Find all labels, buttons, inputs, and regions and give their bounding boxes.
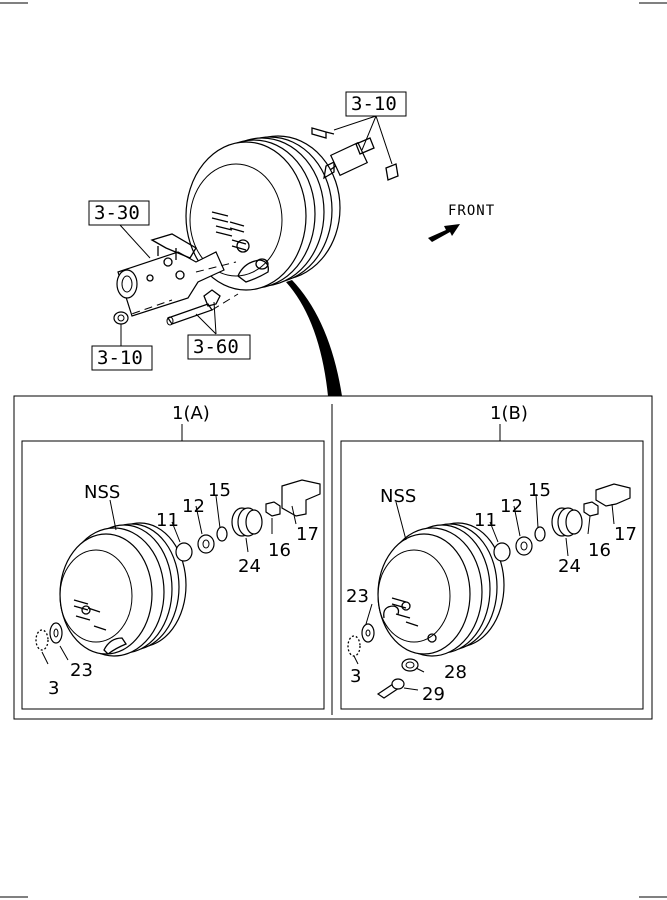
push-rod-yoke — [311, 127, 399, 181]
panel-a-callout-16: 16 — [268, 540, 291, 561]
panel-b-callout-28: 28 — [444, 662, 467, 683]
ref-bottom-mid-label: 3-60 — [193, 336, 239, 358]
panel-a-callout-12: 12 — [182, 496, 205, 517]
panel-a-part-15 — [216, 526, 228, 542]
panel-a: 1(A) — [21, 403, 325, 710]
ref-left-label: 3-30 — [94, 202, 140, 224]
master-cylinder — [116, 233, 225, 317]
panel-b-callout-3: 3 — [350, 666, 361, 687]
panel-a-part-11 — [175, 542, 193, 562]
panel-b-spring-24 — [551, 507, 583, 537]
ref-box-bottom-left[interactable]: 3-10 — [91, 345, 153, 371]
detail-pointer — [286, 280, 342, 396]
panel-b: 1(B) — [340, 403, 644, 710]
panel-b-title: 1(B) — [490, 403, 528, 424]
ref-box-bottom-mid[interactable]: 3-60 — [187, 334, 251, 360]
nut-small — [113, 311, 129, 325]
front-label: FRONT — [448, 203, 495, 219]
panel-a-booster — [59, 522, 187, 657]
panel-a-callout-23: 23 — [70, 660, 93, 681]
panel-b-part-12 — [515, 536, 533, 556]
front-arrow-icon — [428, 224, 460, 242]
panel-a-callout-3: 3 — [48, 678, 59, 699]
panel-b-nut-16 — [583, 501, 599, 517]
ref-box-top[interactable]: 3-10 — [345, 91, 407, 117]
panel-a-part-12 — [197, 534, 215, 554]
front-indicator: FRONT — [428, 203, 495, 242]
panel-b-callout-24: 24 — [558, 556, 581, 577]
ref-box-left[interactable]: 3-30 — [88, 200, 150, 226]
panel-a-callout-24: 24 — [238, 556, 261, 577]
panel-a-nss-label: NSS — [84, 482, 120, 503]
panel-b-booster — [377, 522, 505, 657]
panel-b-part-15 — [534, 526, 546, 542]
panel-a-clevis-17 — [281, 479, 321, 517]
panel-a-title: 1(A) — [172, 403, 210, 424]
detail-frame — [13, 395, 653, 720]
booster-assembly: 3-10 3-30 3-10 — [88, 91, 407, 396]
panel-b-lockwasher-3 — [347, 635, 361, 657]
panel-b-washer-23 — [361, 623, 375, 643]
panel-b-inner-frame — [340, 440, 644, 710]
panel-b-callout-29: 29 — [422, 684, 445, 705]
panel-a-washer-23 — [49, 622, 63, 644]
panel-b-part-11 — [493, 542, 511, 562]
panel-b-callout-11: 11 — [474, 510, 497, 531]
panel-b-check-valve-29 — [376, 678, 405, 699]
panel-b-callout-16: 16 — [588, 540, 611, 561]
panel-b-clevis-17 — [595, 483, 631, 507]
panel-a-lockwasher-3 — [35, 629, 49, 651]
panel-a-callout-15: 15 — [208, 480, 231, 501]
ref-top-label: 3-10 — [351, 93, 397, 115]
ref-bottom-left-label: 3-10 — [97, 347, 143, 369]
booster-drum — [185, 135, 341, 291]
panel-b-callout-17: 17 — [614, 524, 637, 545]
panel-b-callout-12: 12 — [500, 496, 523, 517]
panel-a-nut-16 — [265, 501, 281, 517]
panel-a-callout-11: 11 — [156, 510, 179, 531]
panel-b-grommet-28 — [401, 658, 419, 672]
panel-b-callout-15: 15 — [528, 480, 551, 501]
panel-a-inner-frame — [21, 440, 325, 710]
panel-a-spring-24 — [231, 507, 263, 537]
panel-b-nss-label: NSS — [380, 486, 416, 507]
panel-b-callout-23: 23 — [346, 586, 369, 607]
panel-a-callout-17: 17 — [296, 524, 319, 545]
